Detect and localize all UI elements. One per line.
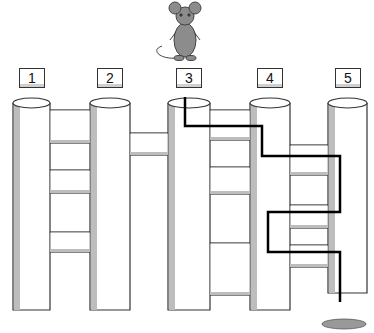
number-box: 5 [335, 68, 361, 88]
number-label: 4 [266, 71, 274, 85]
number-label: 1 [28, 71, 36, 85]
number-box: 1 [19, 68, 45, 88]
number-label: 5 [344, 71, 352, 85]
mouse-figure [157, 2, 201, 61]
exit-hole [322, 319, 366, 329]
number-label: 3 [185, 71, 193, 85]
number-box: 3 [176, 68, 202, 88]
number-label: 2 [106, 71, 114, 85]
number-box: 4 [257, 68, 283, 88]
solution-path [185, 97, 340, 302]
number-box: 2 [97, 68, 123, 88]
